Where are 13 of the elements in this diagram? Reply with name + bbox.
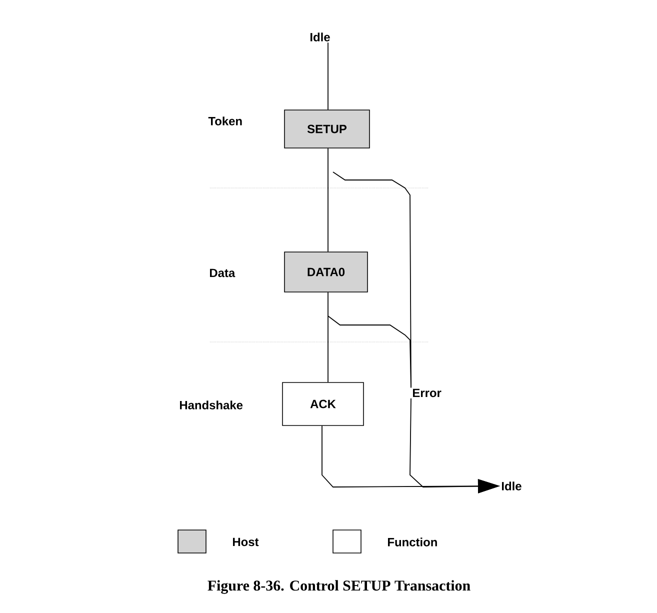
state-label: Idle [310,32,330,42]
caption: Figure 8-36. Control SETUP Transaction [208,580,470,594]
packet-box: SETUP [284,110,370,148]
state-label: Idle [502,482,522,490]
legend-label: Function [388,538,437,546]
packet-box: ACK [282,382,364,426]
state-label: Error [413,388,442,398]
connector [328,316,412,388]
legend-label: Host [233,538,259,546]
phase-label: Handshake [180,400,243,410]
phase-label: Token [208,116,242,126]
packet-box: DATA0 [284,252,368,292]
phase-label: Data [210,268,236,278]
